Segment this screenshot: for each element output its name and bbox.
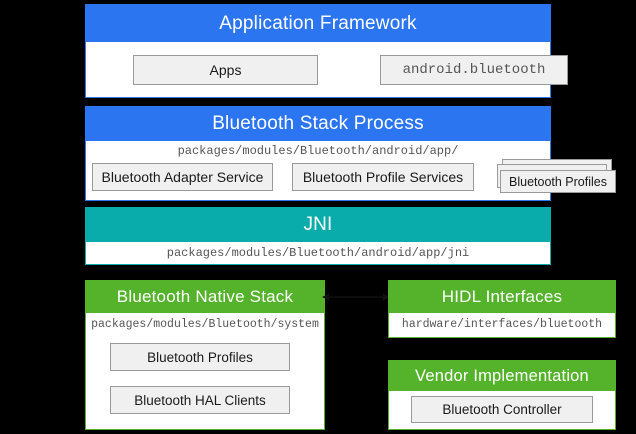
hidl-interfaces-path: hardware/interfaces/bluetooth bbox=[401, 318, 603, 331]
double-arrow-icon bbox=[322, 293, 390, 301]
vendor-box-bluetooth-controller[interactable]: Bluetooth Controller bbox=[411, 396, 593, 423]
app-framework-box-apps[interactable]: Apps bbox=[133, 55, 318, 85]
hidl-interfaces-header: HIDL Interfaces bbox=[389, 281, 615, 313]
bluetooth-stack-process-path: packages/modules/Bluetooth/android/app/ bbox=[177, 144, 459, 158]
layer-jni: JNI packages/modules/Bluetooth/android/a… bbox=[85, 207, 551, 265]
stack-process-box-profile-services[interactable]: Bluetooth Profile Services bbox=[292, 163, 474, 191]
application-framework-header: Application Framework bbox=[86, 5, 550, 42]
stacked-card-front-bluetooth-profiles[interactable]: Bluetooth Profiles bbox=[500, 170, 616, 193]
native-stack-box-hal-clients[interactable]: Bluetooth HAL Clients bbox=[110, 386, 290, 414]
app-framework-box-android-bluetooth[interactable]: android.bluetooth bbox=[380, 55, 568, 85]
native-stack-box-bluetooth-profiles[interactable]: Bluetooth Profiles bbox=[110, 343, 290, 371]
stack-process-stacked-bluetooth-profiles[interactable]: Bluetooth Profiles bbox=[492, 159, 618, 195]
jni-path: packages/modules/Bluetooth/android/app/j… bbox=[166, 246, 470, 260]
bluetooth-native-stack-path: packages/modules/Bluetooth/system bbox=[91, 317, 319, 331]
bluetooth-stack-process-header: Bluetooth Stack Process bbox=[86, 107, 550, 141]
stack-process-box-adapter-service[interactable]: Bluetooth Adapter Service bbox=[92, 163, 273, 191]
layer-hidl-interfaces: HIDL Interfaces hardware/interfaces/blue… bbox=[388, 280, 616, 338]
jni-header: JNI bbox=[86, 208, 550, 242]
vendor-implementation-header: Vendor Implementation bbox=[389, 361, 615, 391]
connector-native-stack-to-hidl bbox=[322, 289, 390, 301]
bluetooth-native-stack-header: Bluetooth Native Stack bbox=[86, 281, 324, 313]
